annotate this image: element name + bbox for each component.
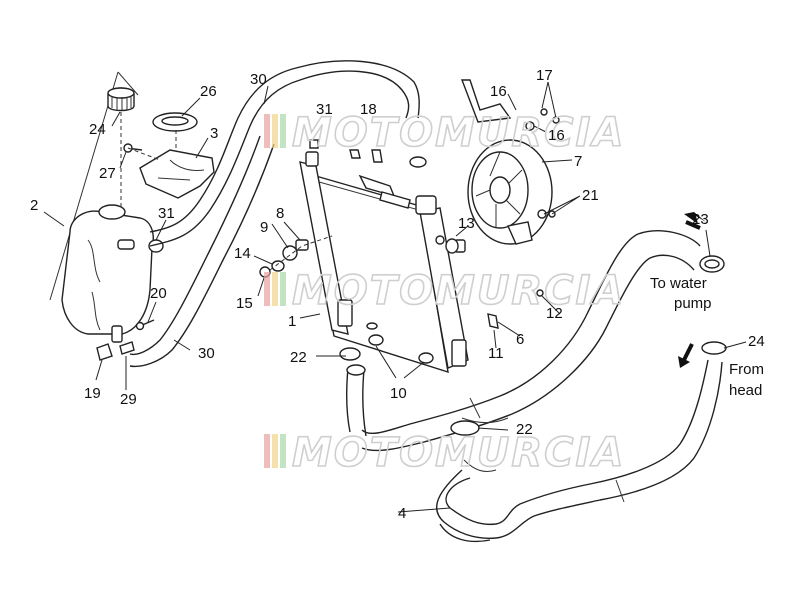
watermark-bottom: MOTOMURCIA: [264, 429, 625, 477]
cooling-fan: [460, 79, 560, 245]
fan-hub: [489, 176, 511, 204]
callout-30a: 30: [250, 71, 267, 88]
expansion-tank: [61, 210, 154, 335]
hose-30: [129, 60, 420, 368]
watermark-top: MOTOMURCIA: [264, 109, 625, 157]
note-to-water-pump-1: To water: [650, 275, 707, 292]
rubber-mount-10b: [418, 352, 434, 364]
callout-24a: 24: [89, 121, 106, 138]
callout-12: 12: [546, 305, 563, 322]
radiator-filler: [415, 195, 437, 215]
callout-14: 14: [234, 245, 251, 262]
callout-22a: 22: [290, 349, 307, 366]
callout-2: 2: [30, 197, 38, 214]
tank-outlet-spigot: [117, 239, 135, 250]
tank-drain-spigot: [111, 325, 123, 343]
tank-bracket: [139, 149, 215, 199]
hose-clamp-22: [339, 347, 361, 361]
nut-21a: [537, 209, 547, 219]
arrow-to-pump-icon: [684, 212, 706, 224]
callout-27: 27: [99, 165, 116, 182]
callout-15: 15: [236, 295, 253, 312]
clip-18: [349, 149, 361, 159]
callout-18: 18: [360, 101, 377, 118]
callout-10: 10: [390, 385, 407, 402]
callout-31a: 31: [158, 205, 175, 222]
callout-11: 11: [488, 345, 504, 362]
hose-4: [361, 230, 723, 543]
bolt-13-head: [435, 235, 445, 245]
callout-26: 26: [200, 83, 217, 100]
callout-23: 23: [692, 211, 709, 228]
radiator-inlet-pipe: [451, 339, 467, 367]
radiator-hardware: [259, 139, 544, 329]
hose-clamp-18b: [409, 156, 427, 168]
screw-17a: [540, 108, 548, 116]
callout-24b: 24: [748, 333, 765, 350]
callout-8: 8: [276, 205, 284, 222]
grommet-9: [282, 245, 298, 261]
radiator: [299, 151, 469, 374]
tank-filler-neck: [98, 204, 126, 220]
expansion-tank-group: [49, 71, 215, 361]
arrow-from-head-icon: [682, 343, 694, 361]
spacer-8: [295, 239, 309, 251]
clip-19: [96, 343, 113, 361]
callout-22b: 22: [516, 421, 533, 438]
callout-17: 17: [536, 67, 553, 84]
callout-31b: 31: [316, 101, 333, 118]
callout-7: 7: [574, 153, 582, 170]
callout-30b: 30: [198, 345, 215, 362]
callout-1: 1: [288, 313, 296, 330]
svg-text:MOTOMURCIA: MOTOMURCIA: [292, 268, 625, 314]
radiator-outlet-hose: [339, 347, 480, 437]
fan-bracket: [460, 79, 512, 123]
callout-21: 21: [582, 187, 599, 204]
clamp-29: [119, 341, 135, 355]
callout-29: 29: [120, 391, 137, 408]
callout-6: 6: [516, 331, 524, 348]
note-from-head-1: From: [729, 361, 764, 378]
watermark-middle: MOTOMURCIA: [264, 267, 625, 315]
callout-19: 19: [84, 385, 101, 402]
callout-labels: 24 26 3 27 2 31 30 31 18 20 30 19 29 14 …: [30, 67, 765, 522]
washer-14: [271, 260, 285, 272]
note-from-head-2: head: [729, 382, 762, 399]
screw-12: [536, 289, 544, 297]
callout-16a: 16: [490, 83, 507, 100]
flow-notes: To water pump From head: [650, 275, 764, 399]
group-bracket-line: [49, 71, 119, 301]
note-to-water-pump-2: pump: [674, 295, 712, 312]
clip-11: [487, 313, 499, 329]
rubber-mount-10a: [368, 334, 384, 346]
fan-lower-bracket: [507, 221, 533, 245]
callout-13: 13: [458, 215, 475, 232]
radiator-outlet-pipe: [337, 299, 353, 327]
leader-lines: [43, 81, 747, 513]
hose-clamp-24: [701, 341, 727, 355]
callout-4: 4: [398, 505, 406, 522]
svg-text:MOTOMURCIA: MOTOMURCIA: [292, 110, 625, 156]
callout-20: 20: [150, 285, 167, 302]
callout-16b: 16: [548, 127, 565, 144]
callout-3: 3: [210, 125, 218, 142]
callout-9: 9: [260, 219, 268, 236]
svg-text:MOTOMURCIA: MOTOMURCIA: [292, 430, 625, 476]
